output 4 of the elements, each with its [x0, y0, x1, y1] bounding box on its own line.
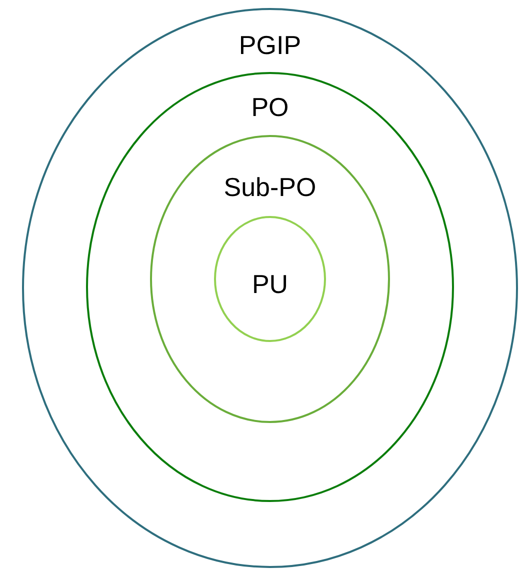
- layer-label: Sub-PO: [224, 172, 316, 202]
- layer-label: PGIP: [238, 30, 302, 60]
- layer-label: PU: [252, 269, 288, 299]
- layer-label: PO: [251, 92, 289, 122]
